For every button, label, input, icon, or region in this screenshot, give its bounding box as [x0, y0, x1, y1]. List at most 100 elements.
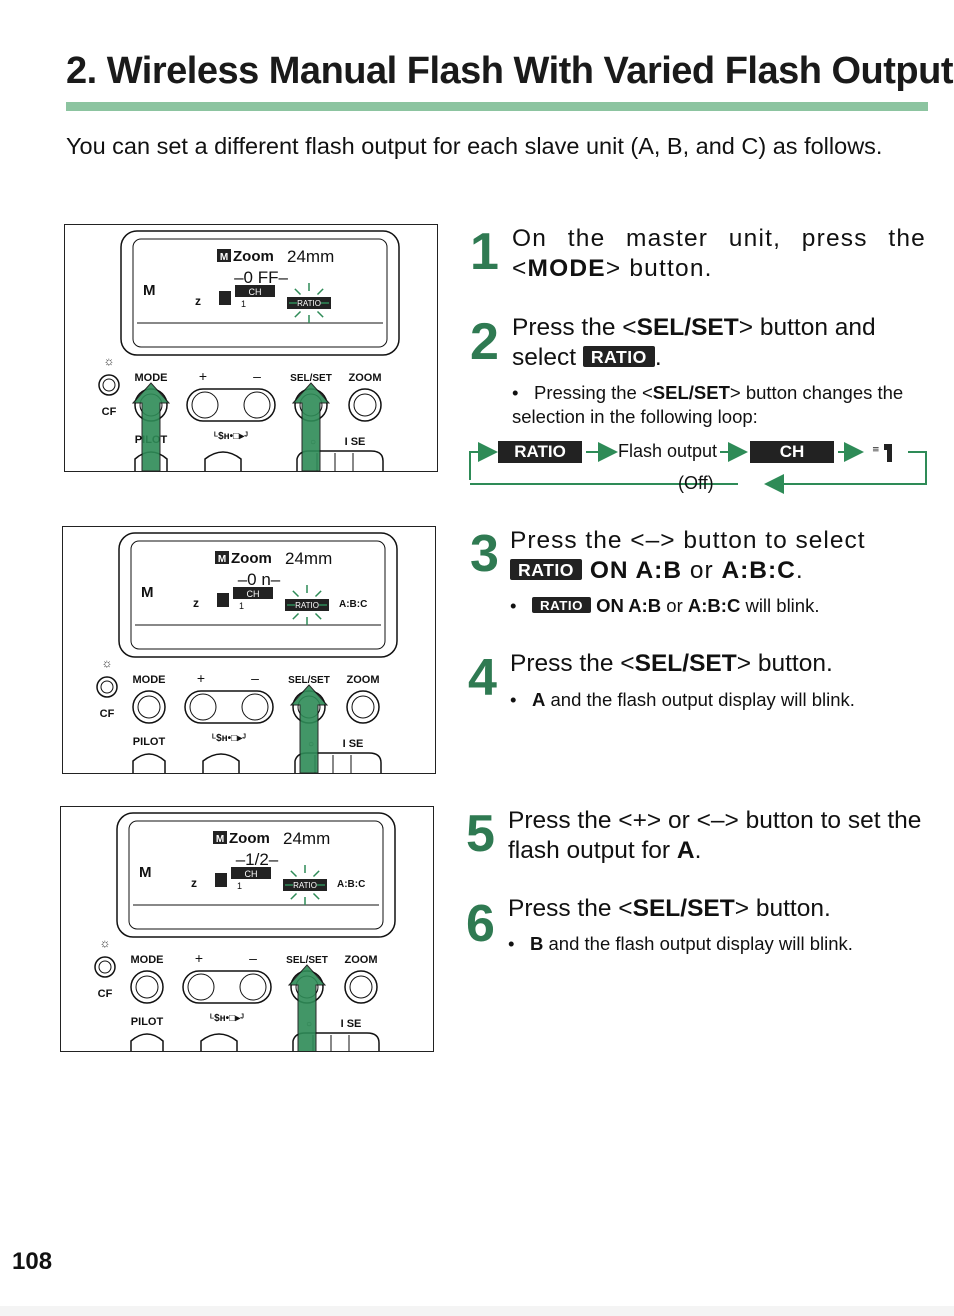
- minus-label: –: [251, 670, 259, 686]
- lcd-flash-icon: [219, 291, 231, 305]
- lcd-mode-label: M: [143, 282, 156, 299]
- lcd-m-box: [213, 831, 227, 844]
- step-2-bullet: •Pressing the <SEL/SET> button changes t…: [512, 382, 904, 427]
- step-6-bullet: •B and the flash output display will bli…: [508, 933, 853, 954]
- step-3-text: Press the <–> button to select RATIO ON …: [510, 527, 866, 584]
- sync-label: ᴸ$ʜ•□▸ᴶ: [212, 733, 246, 744]
- step-3-number: 3: [470, 525, 499, 583]
- mode-label: MODE: [133, 674, 166, 686]
- cf-label: CF: [100, 708, 115, 720]
- blink-indicator: [285, 865, 325, 905]
- minus-button: [241, 693, 269, 721]
- lcd-ch-box: [233, 587, 273, 599]
- lcd-ch-num: 1: [239, 601, 244, 611]
- step-4-number: 4: [468, 649, 497, 707]
- sync-switch: [204, 451, 242, 471]
- lcd-m-letter: M: [218, 554, 226, 565]
- loop-ratio-badge: RATIO: [498, 441, 582, 463]
- step-2-text: Press the <SEL/SET> button and select RA…: [512, 314, 876, 371]
- intro-text: You can set a different flash output for…: [66, 133, 883, 159]
- lcd-ratio: RATIO: [297, 299, 321, 308]
- lcd-ch: CH: [247, 589, 260, 599]
- step-4-bullet: •A and the flash output display will bli…: [510, 689, 855, 710]
- minus-button: [239, 973, 267, 1001]
- svg-text:≡: ≡: [872, 445, 880, 455]
- sel-set-label: SEL/SET: [288, 675, 330, 686]
- step-6-number: 6: [466, 895, 495, 953]
- step-1-number: 1: [470, 223, 499, 281]
- pilot-button: [132, 753, 166, 773]
- plus-button: [191, 391, 219, 419]
- title-rule: [66, 102, 928, 111]
- cf-label: CF: [102, 406, 117, 418]
- zoom-label: ZOOM: [349, 372, 382, 384]
- lcd-m-letter: M: [216, 834, 224, 845]
- lcd-output-value: –0 FF–: [234, 268, 288, 287]
- plus-button: [187, 973, 215, 1001]
- lcd-z: z: [195, 294, 201, 308]
- step-5-number: 5: [466, 805, 495, 863]
- blink-indicator: [287, 585, 327, 625]
- lcd-ch: CH: [249, 287, 262, 297]
- lcd-ratio: RATIO: [293, 881, 317, 890]
- lcd-m-letter: M: [220, 252, 228, 263]
- lcd-flash-icon: [217, 593, 229, 607]
- step-4-text: Press the <SEL/SET> button.: [510, 650, 833, 677]
- page-title: 2. Wireless Manual Flash With Varied Fla…: [66, 50, 954, 92]
- pilot-label: PILOT: [131, 1016, 164, 1028]
- lcd-ratio-box: [283, 879, 327, 891]
- lcd-ratio-box: [287, 297, 331, 309]
- loop-ch-badge: CH: [750, 441, 834, 463]
- lcd-ch-num: 1: [241, 299, 246, 309]
- sync-switch: [200, 1033, 238, 1051]
- loop-flash-output: Flash output: [618, 441, 718, 461]
- switch-label: I SE: [345, 436, 366, 448]
- lcd-ratio-box: [285, 599, 329, 611]
- pilot-label: PILOT: [133, 736, 166, 748]
- pilot-button: [130, 1033, 164, 1051]
- step-6-text: Press the <SEL/SET> button.: [508, 895, 831, 922]
- lcd-mode-label: M: [139, 864, 152, 881]
- plus-label: +: [197, 670, 205, 686]
- mode-label: MODE: [135, 372, 168, 384]
- lcd-ch-num: 1: [237, 881, 242, 891]
- zoom-label: ZOOM: [345, 954, 378, 966]
- minus-button: [243, 391, 271, 419]
- press-sel-set-arrow: [287, 964, 327, 1051]
- lcd-flash-icon: [215, 873, 227, 887]
- minus-label: –: [253, 368, 261, 384]
- lcd-ratio-group: A:B:C: [339, 599, 367, 610]
- light-icon: ☼: [104, 354, 115, 368]
- lcd-zoom-word: Zoom: [231, 550, 272, 567]
- ratio-badge: RATIO: [582, 346, 655, 368]
- press-sel-set-arrow: [289, 684, 329, 773]
- loop-off: (Off): [678, 473, 714, 493]
- lcd-m-box: [217, 249, 231, 262]
- plus-button: [189, 693, 217, 721]
- switch-label: I SE: [341, 1018, 362, 1030]
- plus-label: +: [199, 368, 207, 384]
- cf-label: CF: [98, 988, 113, 1000]
- plus-label: +: [195, 950, 203, 966]
- selection-loop-diagram: ≡ RATIO Flash output CH (Off): [468, 432, 930, 496]
- lcd-output-value: –0 n–: [238, 570, 281, 589]
- mode-label: MODE: [131, 954, 164, 966]
- press-mode-arrow: [131, 382, 171, 471]
- sync-label: ᴸ$ʜ•□▸ᴶ: [214, 431, 248, 442]
- lcd-m-box: [215, 551, 229, 564]
- lcd-ch-box: [235, 285, 275, 297]
- lcd-ratio-group: A:B:C: [337, 879, 365, 890]
- press-sel-set-arrow: [291, 382, 331, 471]
- lcd-zoom-value: 24mm: [287, 247, 334, 266]
- lcd-zoom-word: Zoom: [229, 830, 270, 847]
- lcd-z: z: [193, 596, 199, 610]
- step-3-bullet: •RATIO ON A:B or A:B:C will blink.: [510, 595, 820, 616]
- lcd-output-value: –1/2–: [236, 850, 279, 869]
- lcd-zoom-value: 24mm: [285, 549, 332, 568]
